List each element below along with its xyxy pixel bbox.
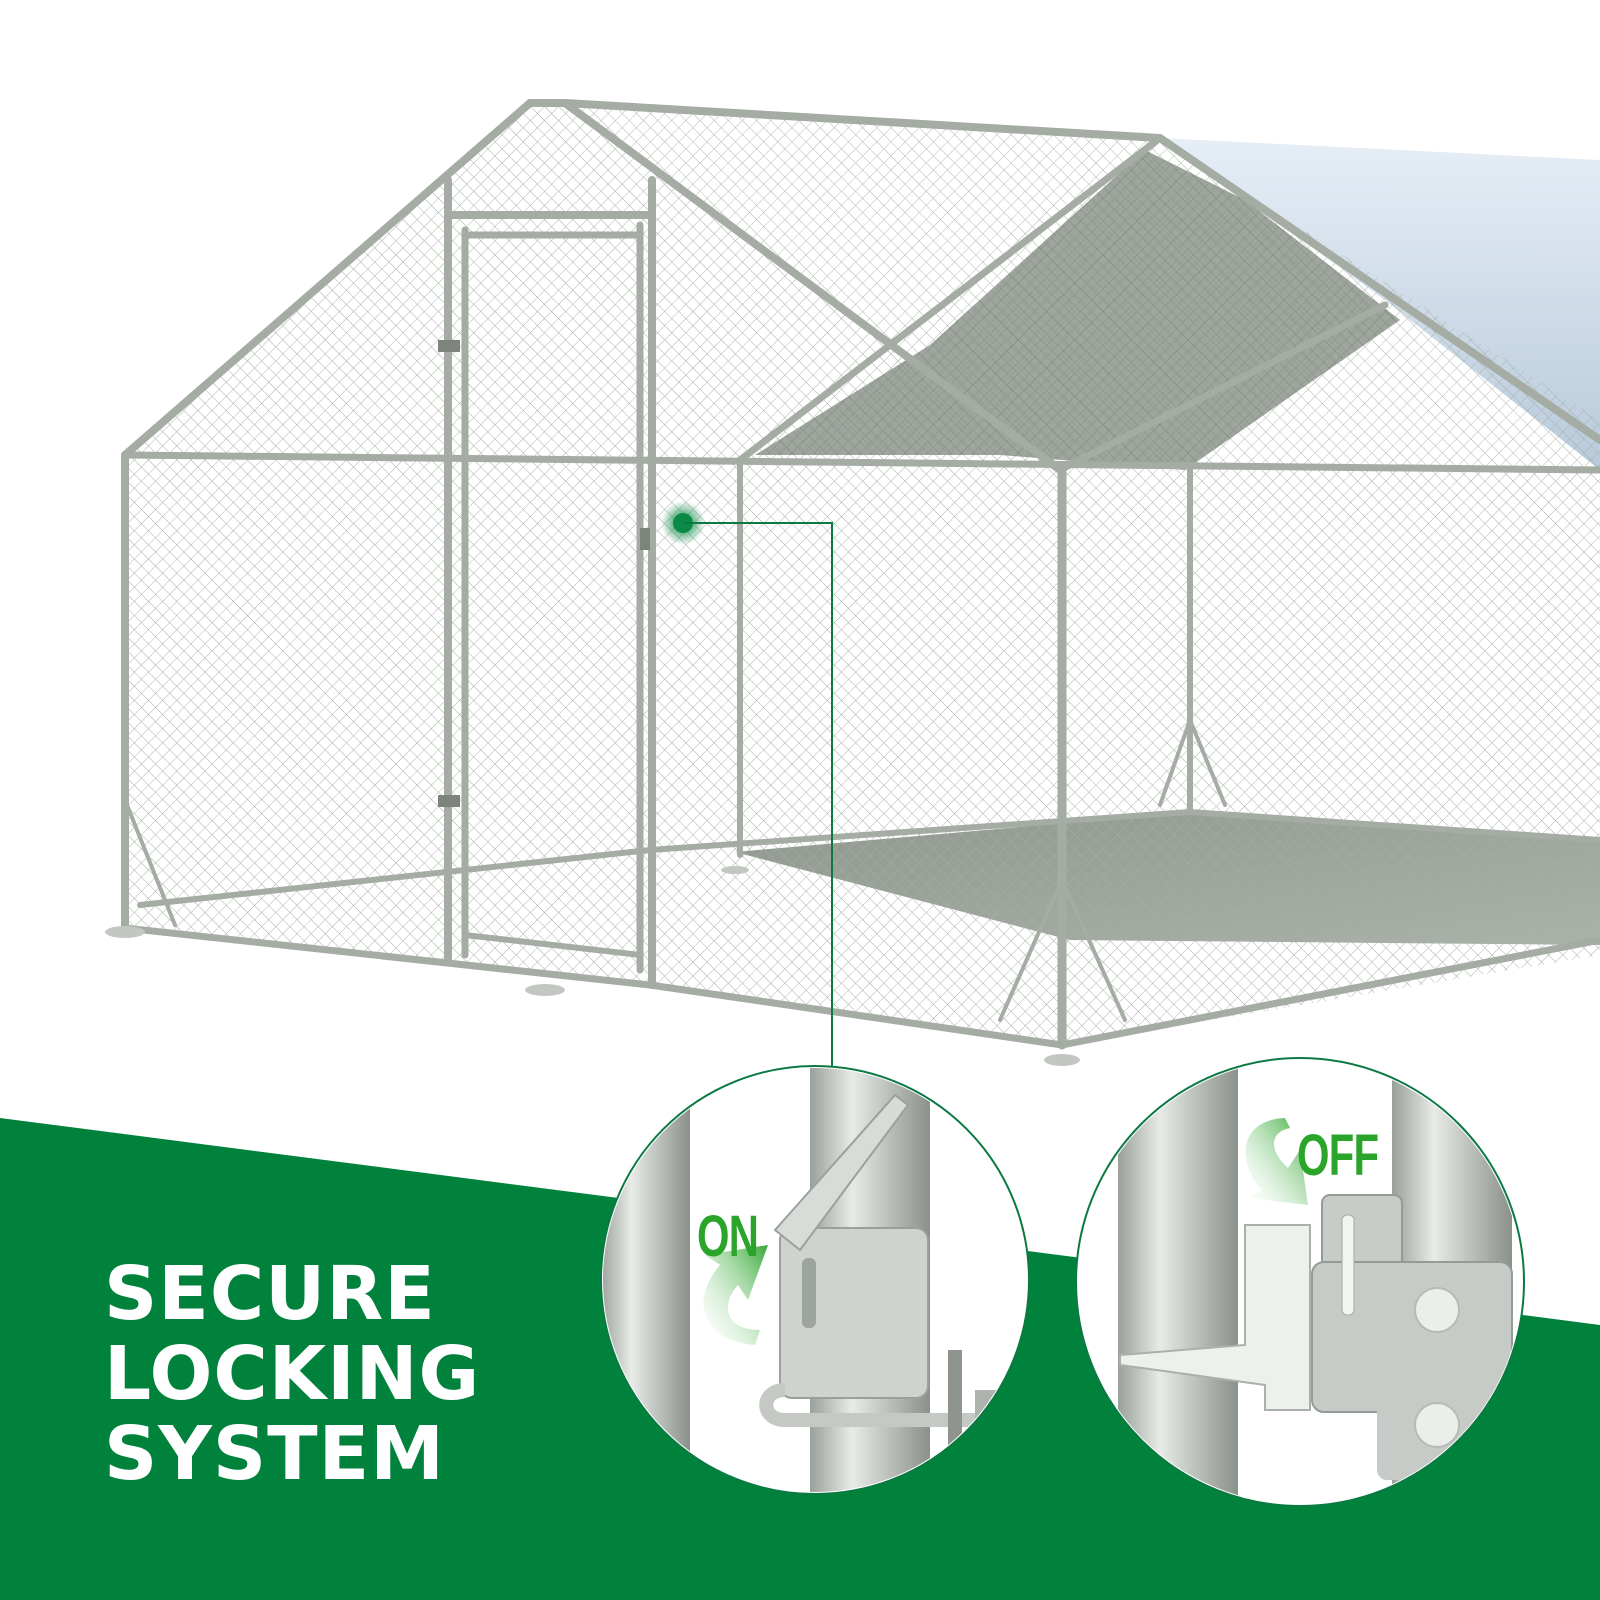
headline: SECURE LOCKING SYSTEM xyxy=(104,1254,480,1494)
lock-off-label: OFF xyxy=(1297,1123,1379,1188)
frame-pipes xyxy=(121,99,1600,1050)
curved-arrow-up-right-icon xyxy=(703,1245,768,1345)
lock-on-label: ON xyxy=(697,1204,759,1269)
base-feet xyxy=(105,866,1080,1066)
side-wall-mesh xyxy=(1060,470,1600,1045)
front-wall-mesh xyxy=(125,103,1062,1045)
sky-backdrop xyxy=(1160,138,1600,470)
door-hinges xyxy=(438,340,650,807)
callout-line xyxy=(683,522,833,1080)
lock-off-inset xyxy=(1075,1057,1525,1507)
shade-cloth xyxy=(755,150,1400,470)
headline-line-1: SECURE xyxy=(104,1251,436,1337)
curved-arrow-down-right-icon xyxy=(1245,1118,1308,1205)
lock-on-inset xyxy=(600,1065,1030,1495)
headline-line-2: LOCKING xyxy=(104,1331,481,1417)
headline-line-3: SYSTEM xyxy=(104,1411,445,1497)
